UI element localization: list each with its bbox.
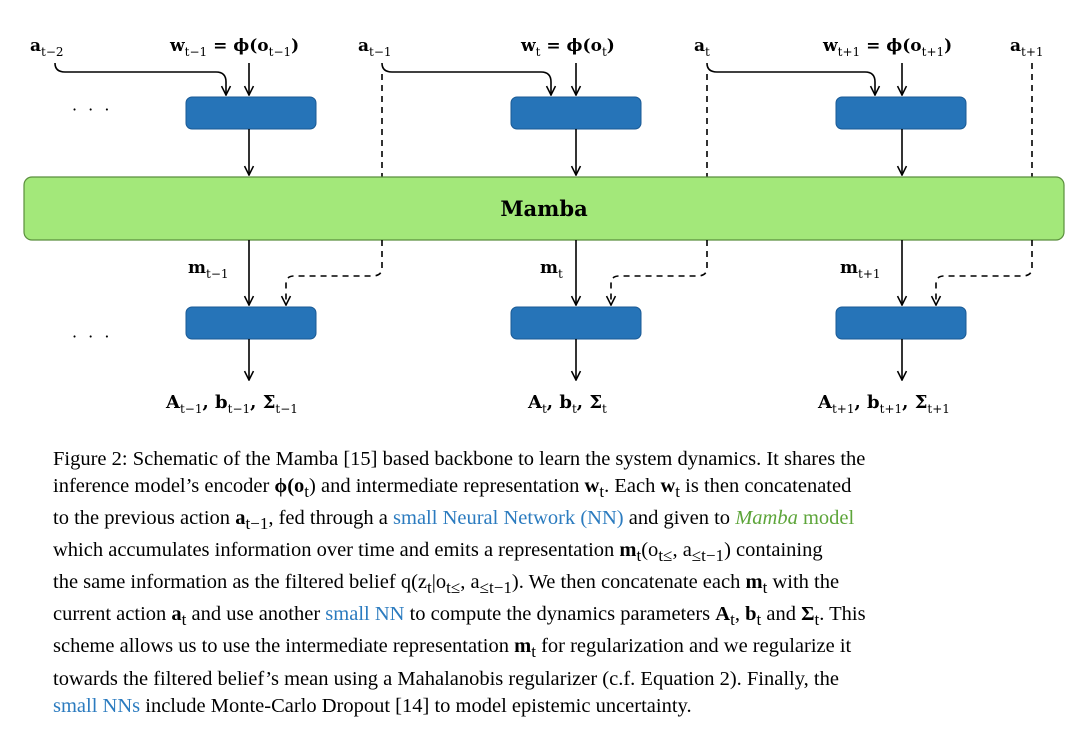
caption-line-2: inference model’s encoder ϕ(ot) and inte…	[53, 475, 852, 502]
output-t: At, bt, Σt	[527, 392, 607, 416]
dynamics-nn-t-minus-1	[185, 306, 317, 340]
caption-line-4: which accumulates information over time …	[53, 539, 823, 566]
mamba-label: Mamba	[500, 196, 588, 221]
caption-line-1: Figure 2: Schematic of the Mamba [15] ba…	[53, 448, 866, 470]
small-nn-link-2[interactable]: small NN	[325, 603, 405, 626]
caption-line-3: to the previous action at−1, fed through…	[53, 507, 855, 534]
caption-line-5: the same information as the filtered bel…	[53, 571, 840, 598]
label-a-t-minus-1: at−1	[358, 36, 392, 59]
label-w-t-minus-1: wt−1 = ϕ(ot−1)	[169, 36, 299, 59]
small-nn-link[interactable]: small Neural Network (NN)	[393, 507, 624, 530]
output-t-plus-1: At+1, bt+1, Σt+1	[817, 392, 950, 416]
arrow-a-t-to-nn3	[706, 62, 875, 95]
encoder-nn-t-plus-1	[835, 96, 967, 130]
ellipsis-top: · · ·	[72, 100, 112, 119]
mamba-model-link[interactable]: Mamba	[735, 507, 798, 530]
label-m-t-plus-1: mt+1	[840, 258, 881, 281]
mamba-model-link-tail[interactable]: model	[797, 507, 855, 530]
dashed-a-t-plus-1-to-nn6	[936, 240, 1033, 305]
dynamics-nn-t	[510, 306, 642, 340]
caption-line-6: current action at and use another small …	[53, 603, 866, 630]
label-m-t-minus-1: mt−1	[188, 258, 229, 281]
ellipsis-bottom: · · ·	[72, 327, 112, 346]
caption-line-9: small NNs include Monte-Carlo Dropout [1…	[53, 694, 692, 717]
caption-line-8: towards the filtered belief’s mean using…	[53, 667, 839, 690]
mamba-block	[23, 176, 1065, 241]
label-a-t-plus-1: at+1	[1010, 36, 1044, 59]
output-t-minus-1: At−1, bt−1, Σt−1	[165, 392, 298, 416]
small-nns-link[interactable]: small NNs	[53, 694, 141, 717]
encoder-nn-t	[510, 96, 642, 130]
label-a-t-minus-2: at−2	[30, 36, 64, 59]
mamba-backbone-diagram: at−2 wt−1 = ϕ(ot−1) at−1 wt = ϕ(ot) at w…	[23, 36, 1065, 416]
caption-line-7: scheme allows us to use the intermediate…	[53, 635, 852, 662]
encoder-nn-t-minus-1	[185, 96, 317, 130]
figure-caption: Figure 2: Schematic of the Mamba [15] ba…	[53, 446, 1065, 720]
label-w-t-plus-1: wt+1 = ϕ(ot+1)	[822, 36, 952, 59]
arrow-a-t-minus-1-to-nn2	[381, 62, 551, 95]
dashed-a-t-minus-1-to-nn4	[286, 240, 383, 305]
arrow-a-t-minus-2-to-nn1	[54, 62, 226, 95]
label-w-t: wt = ϕ(ot)	[520, 36, 615, 59]
dynamics-nn-t-plus-1	[835, 306, 967, 340]
label-a-t: at	[694, 36, 710, 59]
dashed-a-t-to-nn5	[611, 240, 708, 305]
label-m-t: mt	[540, 258, 563, 281]
